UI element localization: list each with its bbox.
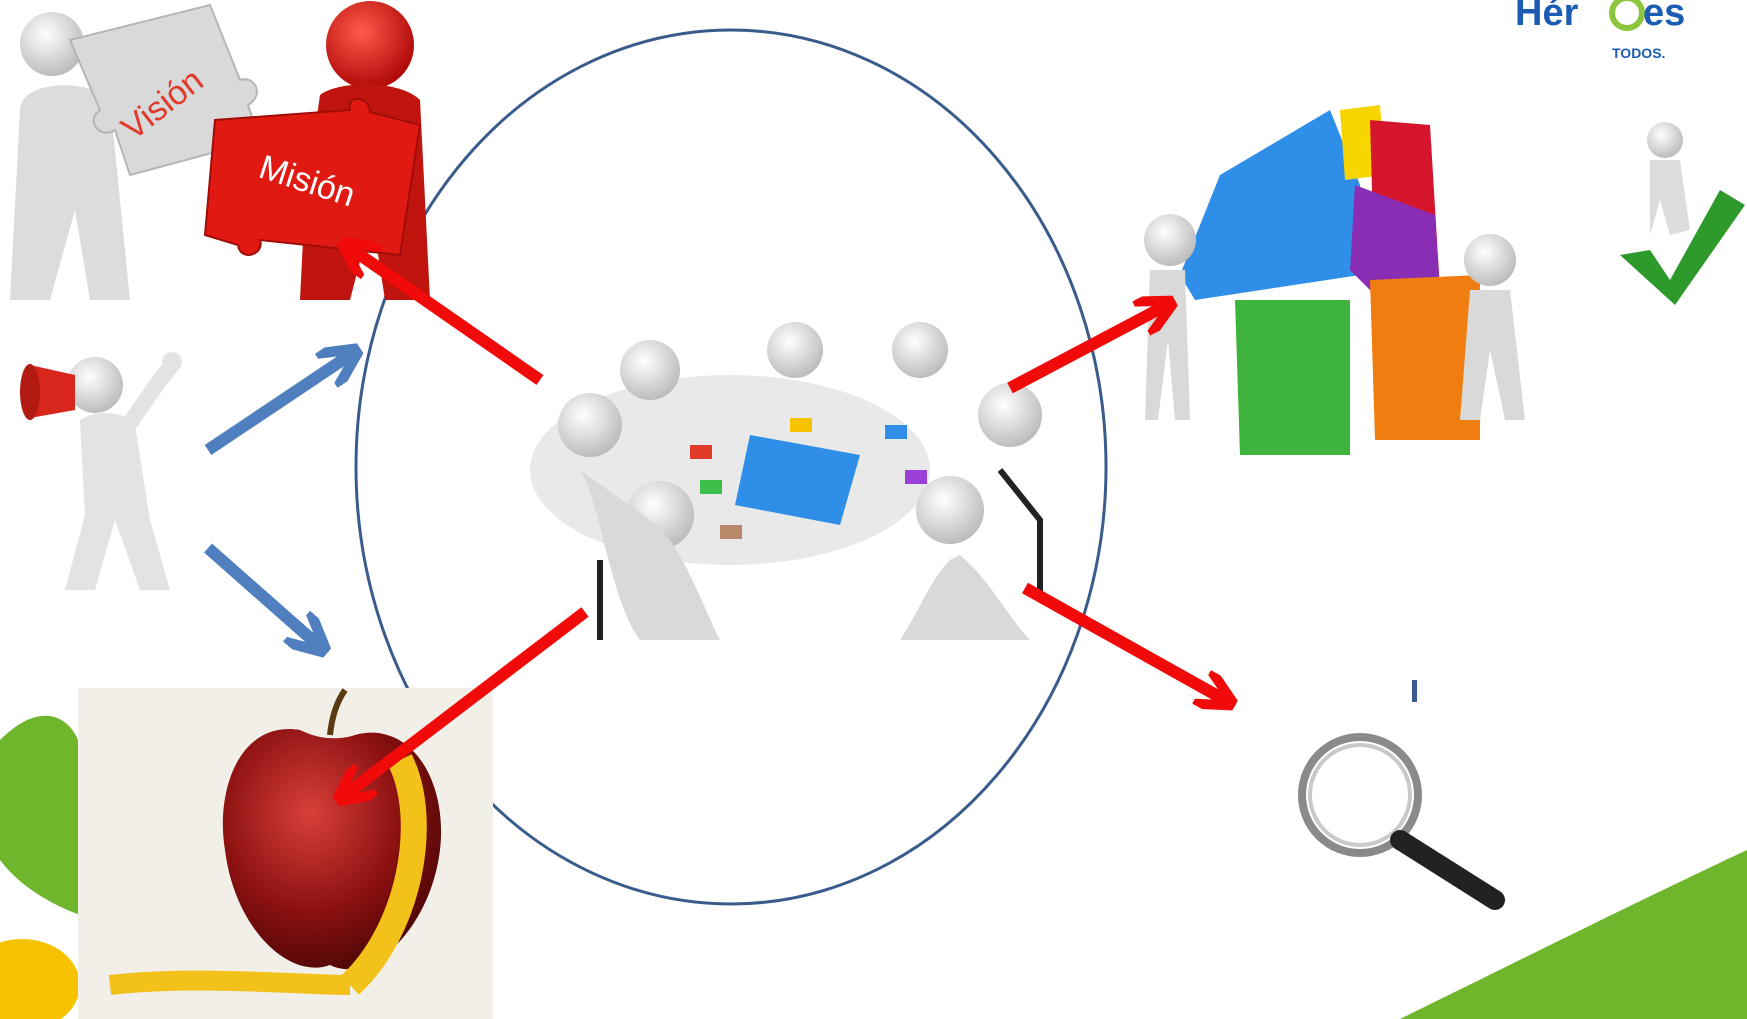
megaphone-figure: [0, 315, 300, 605]
background-accents: [0, 715, 1747, 1019]
green-swoosh-right: [1400, 850, 1747, 1019]
central-circle: [354, 28, 1108, 906]
magnifying-glass: [1298, 680, 1505, 910]
logo-main-end: es: [1643, 0, 1685, 34]
apple-measuring-tape: [78, 688, 493, 1019]
checkmark-figure: [1620, 122, 1745, 305]
arrow-to-mission: [350, 248, 544, 385]
puzzle-house-figures: [1144, 105, 1525, 455]
arrow-to-apple: [345, 607, 589, 795]
arrow-blue-down: [204, 543, 318, 645]
vision-mission-puzzle-figures: Visión Misión: [10, 1, 430, 301]
team-puzzle-table: [530, 322, 1043, 640]
logo-sub: TODOS.: [1612, 45, 1665, 61]
arrow-blue-up: [204, 355, 350, 455]
heroes-logo: Hér es TODOS.: [1515, 0, 1685, 61]
yellow-blob-left: [0, 939, 80, 1019]
arrow-to-puzzle-house: [1007, 306, 1165, 394]
arrows: [204, 248, 1225, 795]
arrow-to-magnifier: [1022, 582, 1225, 700]
green-swoosh-left: [0, 715, 80, 915]
logo-main: Hér: [1515, 0, 1579, 34]
